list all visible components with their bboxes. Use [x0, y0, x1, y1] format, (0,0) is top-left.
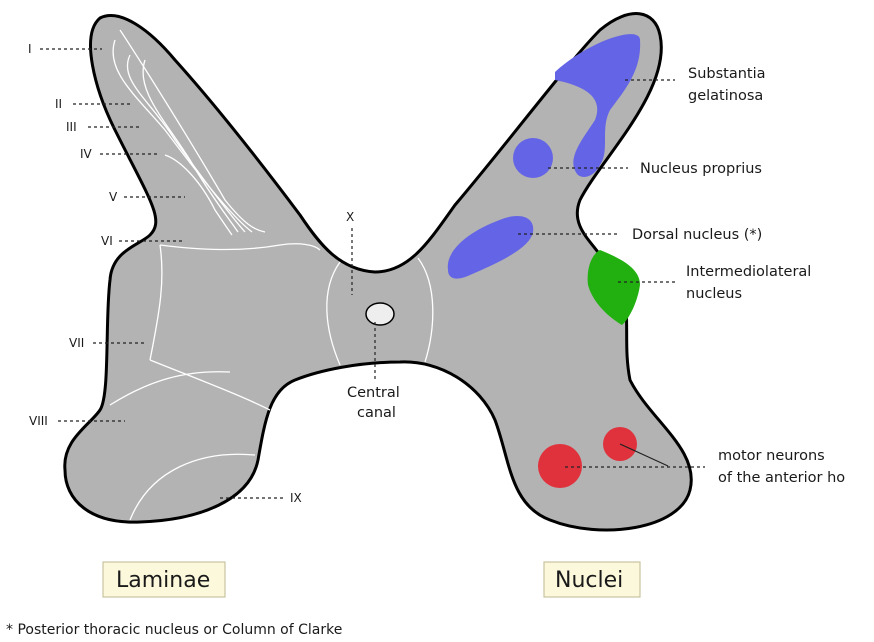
nuclei-box — [543, 561, 641, 598]
nucleus-proprius-label: Nucleus proprius — [640, 161, 762, 177]
nuclei-box-label: Nuclei — [555, 568, 623, 593]
intermediolateral-nucleus-shape — [587, 250, 640, 325]
lamina-label-iv: IV — [80, 147, 93, 161]
dorsal-nucleus-shape — [447, 215, 534, 279]
lamina-label-ix: IX — [290, 491, 302, 505]
central-canal — [365, 302, 395, 326]
motor-neurons-label-line2: of the anterior ho — [718, 470, 845, 486]
lamina-x-right-boundary — [417, 257, 434, 363]
lamina-boundaries — [109, 29, 321, 521]
nuclei-labels: Substantia gelatinosa Nucleus proprius D… — [518, 66, 845, 486]
lamina-label-v: V — [109, 190, 118, 204]
lamina-label-viii: VIII — [29, 414, 48, 428]
lamina-label-vii: VII — [69, 336, 84, 350]
lamina-x-left-boundary — [326, 261, 341, 366]
footnote: * Posterior thoracic nucleus or Column o… — [6, 622, 342, 638]
motor-neurons-label-line1: motor neurons — [718, 448, 825, 464]
nucleus-proprius-shape — [513, 138, 553, 178]
lamina-label-i: I — [28, 42, 32, 56]
intermediolateral-label-line2: nucleus — [686, 286, 742, 302]
lamina-label-iii: III — [66, 120, 77, 134]
lamina-label-vi: VI — [101, 234, 113, 248]
substantia-gelatinosa-label-line2: gelatinosa — [688, 88, 763, 104]
lamina-labels: I II III IV V VI VII VIII IX X — [28, 42, 354, 505]
laminae-box — [102, 561, 226, 598]
intermediolateral-label-line1: Intermediolateral — [686, 264, 811, 280]
substantia-gelatinosa-label-line1: Substantia — [688, 66, 766, 82]
dorsal-nucleus-label: Dorsal nucleus (*) — [632, 227, 762, 243]
lamina-label-x: X — [346, 210, 354, 224]
motor-neuron-large — [538, 444, 582, 488]
substantia-gelatinosa-shape — [555, 34, 641, 177]
central-canal-label-line1: Central — [347, 385, 400, 401]
central-canal-label-line2: canal — [357, 405, 396, 421]
lamina-label-ii: II — [55, 97, 62, 111]
laminae-box-label: Laminae — [116, 568, 210, 593]
